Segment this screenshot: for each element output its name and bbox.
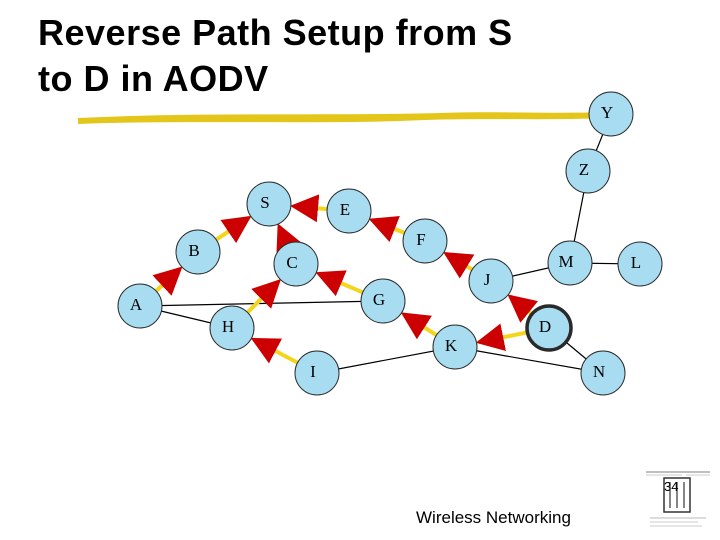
reverse-edge-C-H	[244, 278, 282, 316]
node-i: I	[294, 350, 340, 396]
title-underline	[78, 112, 603, 124]
node-label: A	[130, 295, 143, 314]
node-z: Z	[565, 148, 611, 194]
reverse-edge-S-E	[290, 194, 330, 223]
node-label: J	[484, 270, 491, 289]
node-circle	[617, 241, 663, 287]
node-circle	[117, 283, 163, 329]
node-h: H	[209, 305, 255, 351]
node-s: S	[246, 181, 292, 227]
node-m: M	[547, 240, 593, 286]
node-j: J	[468, 258, 514, 304]
edge-I-K	[316, 346, 456, 374]
node-label: E	[340, 200, 350, 219]
node-label: C	[286, 253, 297, 272]
reverse-edge-E-F	[368, 216, 408, 243]
node-d: D	[525, 304, 573, 352]
footer-text: Wireless Networking	[416, 508, 571, 527]
node-a: A	[117, 283, 163, 329]
node-y: Y	[588, 91, 634, 137]
node-label: M	[558, 252, 573, 271]
node-n: N	[580, 350, 626, 396]
node-circle	[525, 304, 573, 352]
reverse-edge-G-K	[400, 312, 440, 340]
node-l: L	[617, 241, 663, 287]
node-circle	[565, 148, 611, 194]
node-circle	[326, 188, 372, 234]
reverse-edge-C-G	[315, 270, 366, 297]
nodes-layer: S E B C F A G H I K J M L D N Y Z	[117, 91, 663, 396]
reverse-edge-H-I	[250, 337, 301, 366]
node-g: G	[360, 278, 406, 324]
reverse-edge-B-A	[152, 266, 183, 296]
node-e: E	[326, 188, 372, 234]
node-circle	[360, 278, 406, 324]
title-line-1: Reverse Path Setup from S	[38, 12, 513, 53]
node-label: I	[310, 362, 316, 381]
node-label: L	[631, 253, 641, 272]
reverse-edge-S-C	[276, 223, 302, 255]
node-label: B	[188, 241, 199, 260]
node-label: K	[445, 336, 458, 355]
node-label: Y	[601, 103, 613, 122]
node-label: S	[260, 193, 269, 212]
node-label: D	[539, 317, 551, 336]
node-circle	[588, 91, 634, 137]
node-circle	[580, 350, 626, 396]
node-k: K	[432, 324, 478, 370]
node-c: C	[273, 241, 319, 287]
node-f: F	[402, 218, 448, 264]
node-label: G	[373, 290, 385, 309]
node-circle	[294, 350, 340, 396]
node-label: Z	[579, 160, 589, 179]
node-circle	[246, 181, 292, 227]
node-circle	[273, 241, 319, 287]
reverse-edge-F-J	[443, 251, 475, 279]
node-circle	[175, 229, 221, 275]
title-line-2: to D in AODV	[38, 58, 269, 99]
node-label: N	[593, 362, 605, 381]
edge-A-G	[139, 300, 384, 307]
node-circle	[547, 240, 593, 286]
node-b: B	[175, 229, 221, 275]
page-number: 34	[664, 479, 678, 494]
node-label: H	[222, 317, 234, 336]
node-label: F	[416, 230, 425, 249]
edge-K-N	[454, 346, 604, 374]
university-logo: 34	[646, 471, 710, 527]
node-circle	[209, 305, 255, 351]
reverse-edge-S-B	[213, 215, 252, 244]
node-circle	[432, 324, 478, 370]
reverse-edge-K-D	[475, 323, 530, 351]
node-circle	[402, 218, 448, 264]
reverse-edge-J-D	[507, 294, 539, 323]
slide-title: Reverse Path Setup from S to D in AODV	[38, 10, 698, 102]
node-circle	[468, 258, 514, 304]
